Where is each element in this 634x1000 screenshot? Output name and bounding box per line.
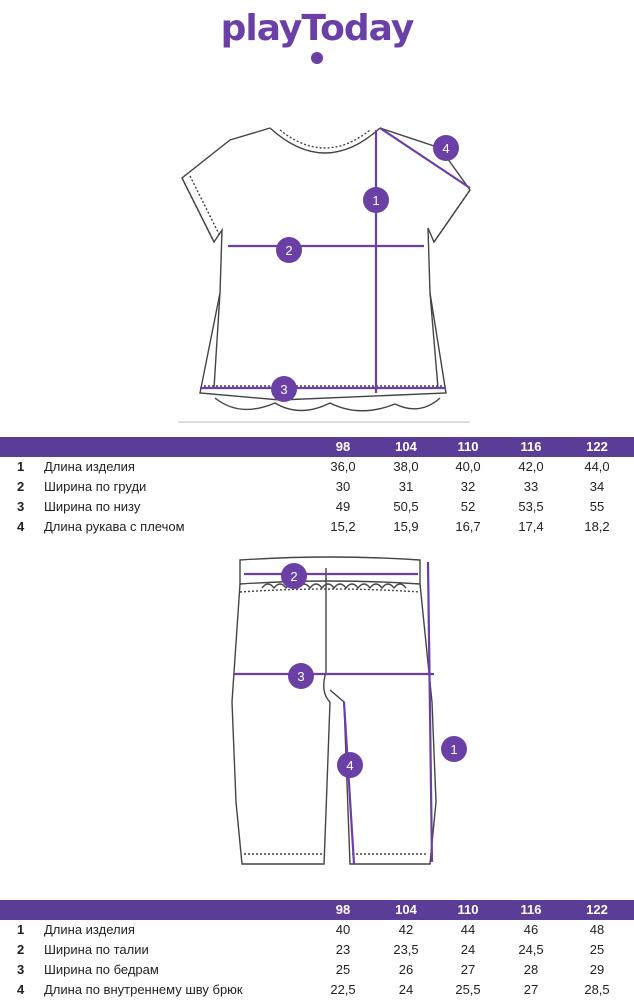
shorts-marker-3: 3 (288, 663, 314, 689)
table-cell: 28 (523, 962, 539, 977)
size-header: 116 (520, 902, 542, 917)
table-cell: 55 (589, 499, 605, 514)
table-cell: 32 (460, 479, 476, 494)
table-cell: 18,2 (584, 519, 610, 534)
table-cell: 15,2 (330, 519, 356, 534)
table-cell: 31 (398, 479, 414, 494)
tshirt-marker-3: 3 (271, 376, 297, 402)
row-number: 3 (17, 499, 25, 514)
svg-text:2: 2 (290, 569, 297, 584)
size-header: 110 (457, 902, 479, 917)
brand-logo: playToday (220, 8, 415, 49)
size-header: 98 (335, 439, 351, 454)
table-header: 98 104 110 116 122 (0, 437, 634, 457)
tshirt-marker-2: 2 (276, 237, 302, 263)
table-row: 1 Длина изделия 40 42 44 46 48 (0, 920, 634, 940)
shorts-marker-1: 1 (441, 736, 467, 762)
table-row: 3 Ширина по низу 49 50,5 52 53,5 55 (0, 497, 634, 517)
row-number: 2 (17, 942, 25, 957)
table-cell: 46 (523, 922, 539, 937)
table-cell: 30 (335, 479, 351, 494)
svg-text:3: 3 (297, 669, 304, 684)
size-header: 116 (520, 439, 542, 454)
shorts-marker-2: 2 (281, 563, 307, 589)
svg-text:1: 1 (372, 193, 379, 208)
svg-text:1: 1 (450, 742, 457, 757)
table-cell: 25 (335, 962, 351, 977)
table-cell: 44,0 (584, 459, 610, 474)
shorts-drawing: 1 2 3 4 (231, 556, 467, 865)
row-label: Длина рукава с плечом (44, 519, 185, 534)
logo-dot (311, 52, 323, 64)
row-label: Длина изделия (44, 459, 135, 474)
table-cell: 24 (398, 982, 414, 997)
table-cell: 40,0 (455, 459, 481, 474)
tshirt-marker-4: 4 (433, 135, 459, 161)
table-cell: 16,7 (455, 519, 481, 534)
table-cell: 17,4 (518, 519, 544, 534)
table-cell: 22,5 (330, 982, 356, 997)
table-row: 4 Длина рукава с плечом 15,2 15,9 16,7 1… (0, 517, 634, 537)
row-number: 4 (17, 982, 25, 997)
size-header: 98 (335, 902, 351, 917)
table-header: 98 104 110 116 122 (0, 900, 634, 920)
row-label: Длина изделия (44, 922, 135, 937)
table-cell: 49 (335, 499, 351, 514)
svg-text:4: 4 (346, 758, 353, 773)
table-cell: 36,0 (330, 459, 356, 474)
svg-text:3: 3 (280, 382, 287, 397)
table-cell: 38,0 (393, 459, 419, 474)
row-number: 1 (17, 459, 25, 474)
size-header: 104 (395, 439, 417, 454)
shorts-marker-4: 4 (337, 752, 363, 778)
table-cell: 27 (523, 982, 539, 997)
table-cell: 25,5 (455, 982, 481, 997)
table-cell: 26 (398, 962, 414, 977)
svg-text:2: 2 (285, 243, 292, 258)
table-cell: 25 (589, 942, 605, 957)
table-cell: 29 (589, 962, 605, 977)
table-cell: 48 (589, 922, 605, 937)
svg-text:4: 4 (442, 141, 449, 156)
table-cell: 42 (398, 922, 414, 937)
size-header: 122 (586, 439, 608, 454)
table-cell: 24,5 (518, 942, 544, 957)
table-cell: 27 (460, 962, 476, 977)
row-number: 3 (17, 962, 25, 977)
table-cell: 53,5 (518, 499, 544, 514)
table-cell: 40 (335, 922, 351, 937)
row-number: 2 (17, 479, 25, 494)
table-cell: 24 (460, 942, 476, 957)
row-label: Ширина по талии (44, 942, 149, 957)
row-label: Ширина по груди (44, 479, 147, 494)
table-cell: 28,5 (584, 982, 610, 997)
table-row: 2 Ширина по груди 30 31 32 33 34 (0, 477, 634, 497)
table-row: 3 Ширина по бедрам 25 26 27 28 29 (0, 960, 634, 980)
row-label: Ширина по бедрам (44, 962, 159, 977)
size-header: 104 (395, 902, 417, 917)
table-row: 1 Длина изделия 36,0 38,0 40,0 42,0 44,0 (0, 457, 634, 477)
table-row: 2 Ширина по талии 23 23,5 24 24,5 25 (0, 940, 634, 960)
tshirt-size-table: 98 104 110 116 122 1 Длина изделия 36,0 … (0, 437, 634, 537)
table-cell: 33 (523, 479, 539, 494)
table-row: 4 Длина по внутреннему шву брюк 22,5 24 … (0, 980, 634, 1000)
table-cell: 44 (460, 922, 476, 937)
row-number: 4 (17, 519, 25, 534)
table-cell: 50,5 (393, 499, 419, 514)
size-header: 110 (457, 439, 479, 454)
table-cell: 34 (589, 479, 605, 494)
table-cell: 15,9 (393, 519, 419, 534)
row-label: Ширина по низу (44, 499, 141, 514)
table-cell: 52 (460, 499, 476, 514)
row-label: Длина по внутреннему шву брюк (44, 982, 243, 997)
table-cell: 23 (335, 942, 351, 957)
shorts-size-table: 98 104 110 116 122 1 Длина изделия 40 42… (0, 900, 634, 1000)
table-cell: 23,5 (393, 942, 419, 957)
tshirt-drawing: 1 2 3 4 (178, 127, 471, 423)
size-header: 122 (586, 902, 608, 917)
tshirt-marker-1: 1 (363, 187, 389, 213)
table-cell: 42,0 (518, 459, 544, 474)
row-number: 1 (17, 922, 25, 937)
